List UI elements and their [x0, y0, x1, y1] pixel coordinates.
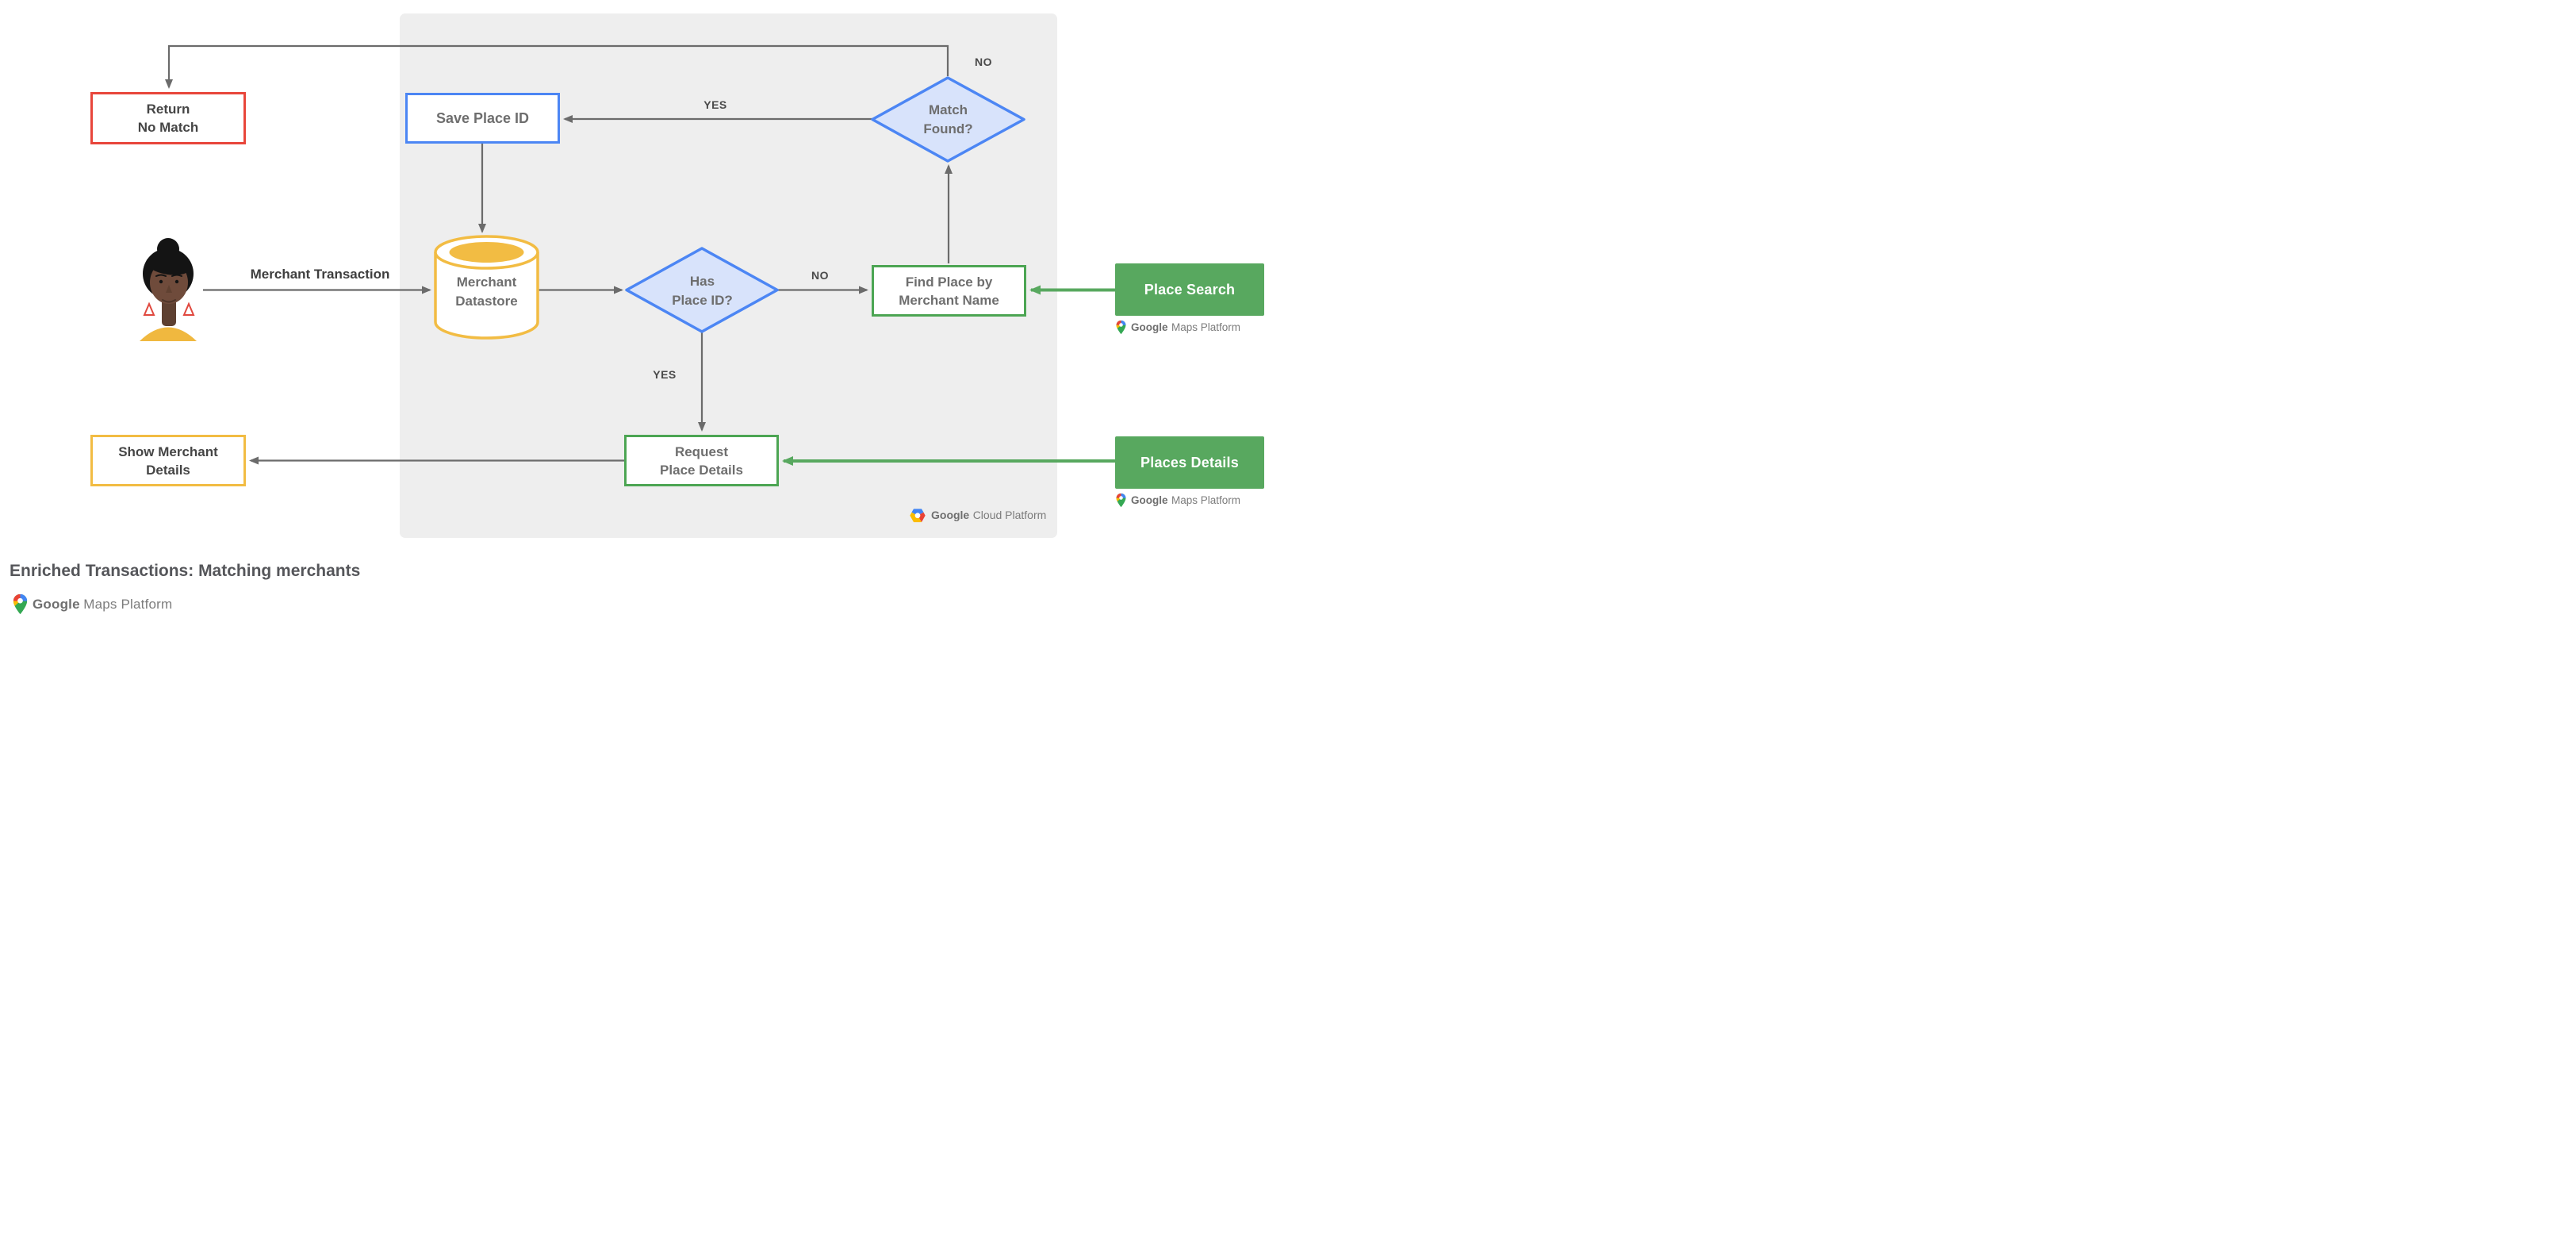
logo-google-word: Google	[33, 596, 80, 612]
diagram-title: Enriched Transactions: Matching merchant…	[10, 562, 361, 580]
logo-product-word: Maps Platform	[83, 596, 173, 612]
node-label: Return	[146, 102, 190, 117]
gmp-logo-places-details: Google Maps Platform	[1116, 493, 1240, 508]
node-label: Show Merchant	[118, 444, 218, 459]
node-label: No Match	[137, 120, 199, 135]
node-save-place-id: Save Place ID	[405, 93, 560, 144]
node-request-place-details: Request Place Details	[624, 435, 779, 486]
api-box-label: Places Details	[1140, 454, 1239, 470]
gmp-logo-footer: Google Maps Platform	[13, 593, 172, 615]
maps-pin-icon	[1116, 493, 1126, 508]
user-avatar	[140, 238, 197, 341]
gcp-logo: Google Cloud Platform	[910, 509, 1046, 523]
logo-product-word: Maps Platform	[1171, 321, 1240, 333]
node-label: Merchant Name	[899, 292, 999, 308]
datastore-cylinder-icon	[434, 235, 539, 340]
maps-pin-icon	[1116, 320, 1126, 335]
node-label: Details	[146, 462, 190, 478]
maps-pin-icon	[13, 593, 28, 615]
node-label: Request	[674, 444, 729, 459]
node-return-no-match: Return No Match	[90, 92, 246, 144]
api-box-label: Place Search	[1144, 281, 1236, 298]
edge-label-has-place-id-no: NO	[811, 269, 829, 282]
logo-google-word: Google	[931, 509, 970, 521]
edge-label-match-found-yes: YES	[703, 98, 727, 111]
decision-has-place-id-shape	[625, 247, 779, 333]
flow-edges-layer	[165, 44, 1115, 466]
node-label: Save Place ID	[435, 109, 530, 126]
edge-label-merchant-transaction: Merchant Transaction	[250, 267, 390, 282]
logo-google-word: Google	[1131, 494, 1168, 506]
node-find-place-by-merchant-name: Find Place by Merchant Name	[872, 265, 1026, 317]
decision-match-found-shape	[871, 76, 1025, 163]
api-box-place-search: Place Search	[1115, 263, 1264, 316]
node-label: Place Details	[660, 462, 743, 478]
node-show-merchant-details: Show Merchant Details	[90, 435, 246, 486]
node-label: Find Place by	[905, 274, 993, 290]
logo-product-word: Cloud Platform	[972, 509, 1047, 521]
edge-label-match-found-no: NO	[975, 56, 992, 68]
logo-product-word: Maps Platform	[1171, 494, 1240, 506]
edge-match-found-no-to-return	[165, 44, 949, 89]
gcp-hexagon-icon	[910, 509, 926, 523]
edge-label-has-place-id-yes: YES	[653, 368, 677, 381]
logo-google-word: Google	[1131, 321, 1168, 333]
flowchart-canvas: Return No Match Save Place ID Find Place…	[0, 0, 1288, 626]
gmp-logo-place-search: Google Maps Platform	[1116, 320, 1240, 335]
api-box-places-details: Places Details	[1115, 436, 1264, 489]
